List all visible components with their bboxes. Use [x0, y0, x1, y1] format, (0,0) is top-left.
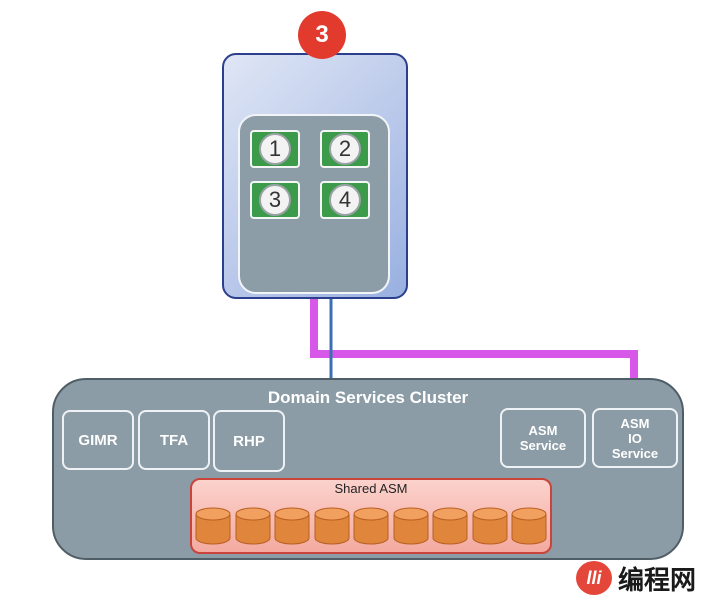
node-4: 4	[320, 181, 370, 219]
asm-io-line1: ASM	[620, 415, 650, 431]
node-3: 3	[250, 181, 300, 219]
disk-icon	[472, 507, 507, 545]
node-1: 1	[250, 130, 300, 168]
asm-service-box: ASM Service	[500, 408, 586, 468]
disk-icon	[511, 507, 547, 545]
asm-io-line2: IO	[628, 430, 642, 446]
gimr-box: GIMR	[62, 410, 134, 470]
disk-icon	[432, 507, 468, 545]
disk-icon	[235, 507, 270, 545]
step-badge: 3	[298, 11, 346, 59]
watermark-text: 编程网	[618, 565, 697, 596]
disk-icon	[274, 507, 310, 545]
asm-service-line2: Service	[519, 438, 567, 453]
shared-asm-label: Shared ASM	[334, 481, 408, 496]
node-number: 2	[329, 133, 361, 165]
node-number: 4	[329, 184, 361, 216]
asm-io-service-box: ASM IO Service	[592, 408, 678, 468]
disk-icon	[314, 507, 349, 545]
cluster-title: Domain Services Cluster	[267, 388, 469, 407]
disk-icon	[195, 507, 231, 545]
node-number: 3	[259, 184, 291, 216]
watermark-logo-icon: lli	[576, 561, 612, 595]
disk-icon	[353, 507, 389, 545]
node-2: 2	[320, 130, 370, 168]
node-number: 1	[259, 133, 291, 165]
tfa-box: TFA	[138, 410, 210, 470]
asm-service-line1: ASM	[528, 423, 558, 438]
disk-icon	[393, 507, 428, 545]
watermark: lli 编程网	[576, 560, 696, 596]
rhp-box: RHP	[213, 410, 285, 472]
asm-io-line3: Service	[611, 445, 659, 461]
